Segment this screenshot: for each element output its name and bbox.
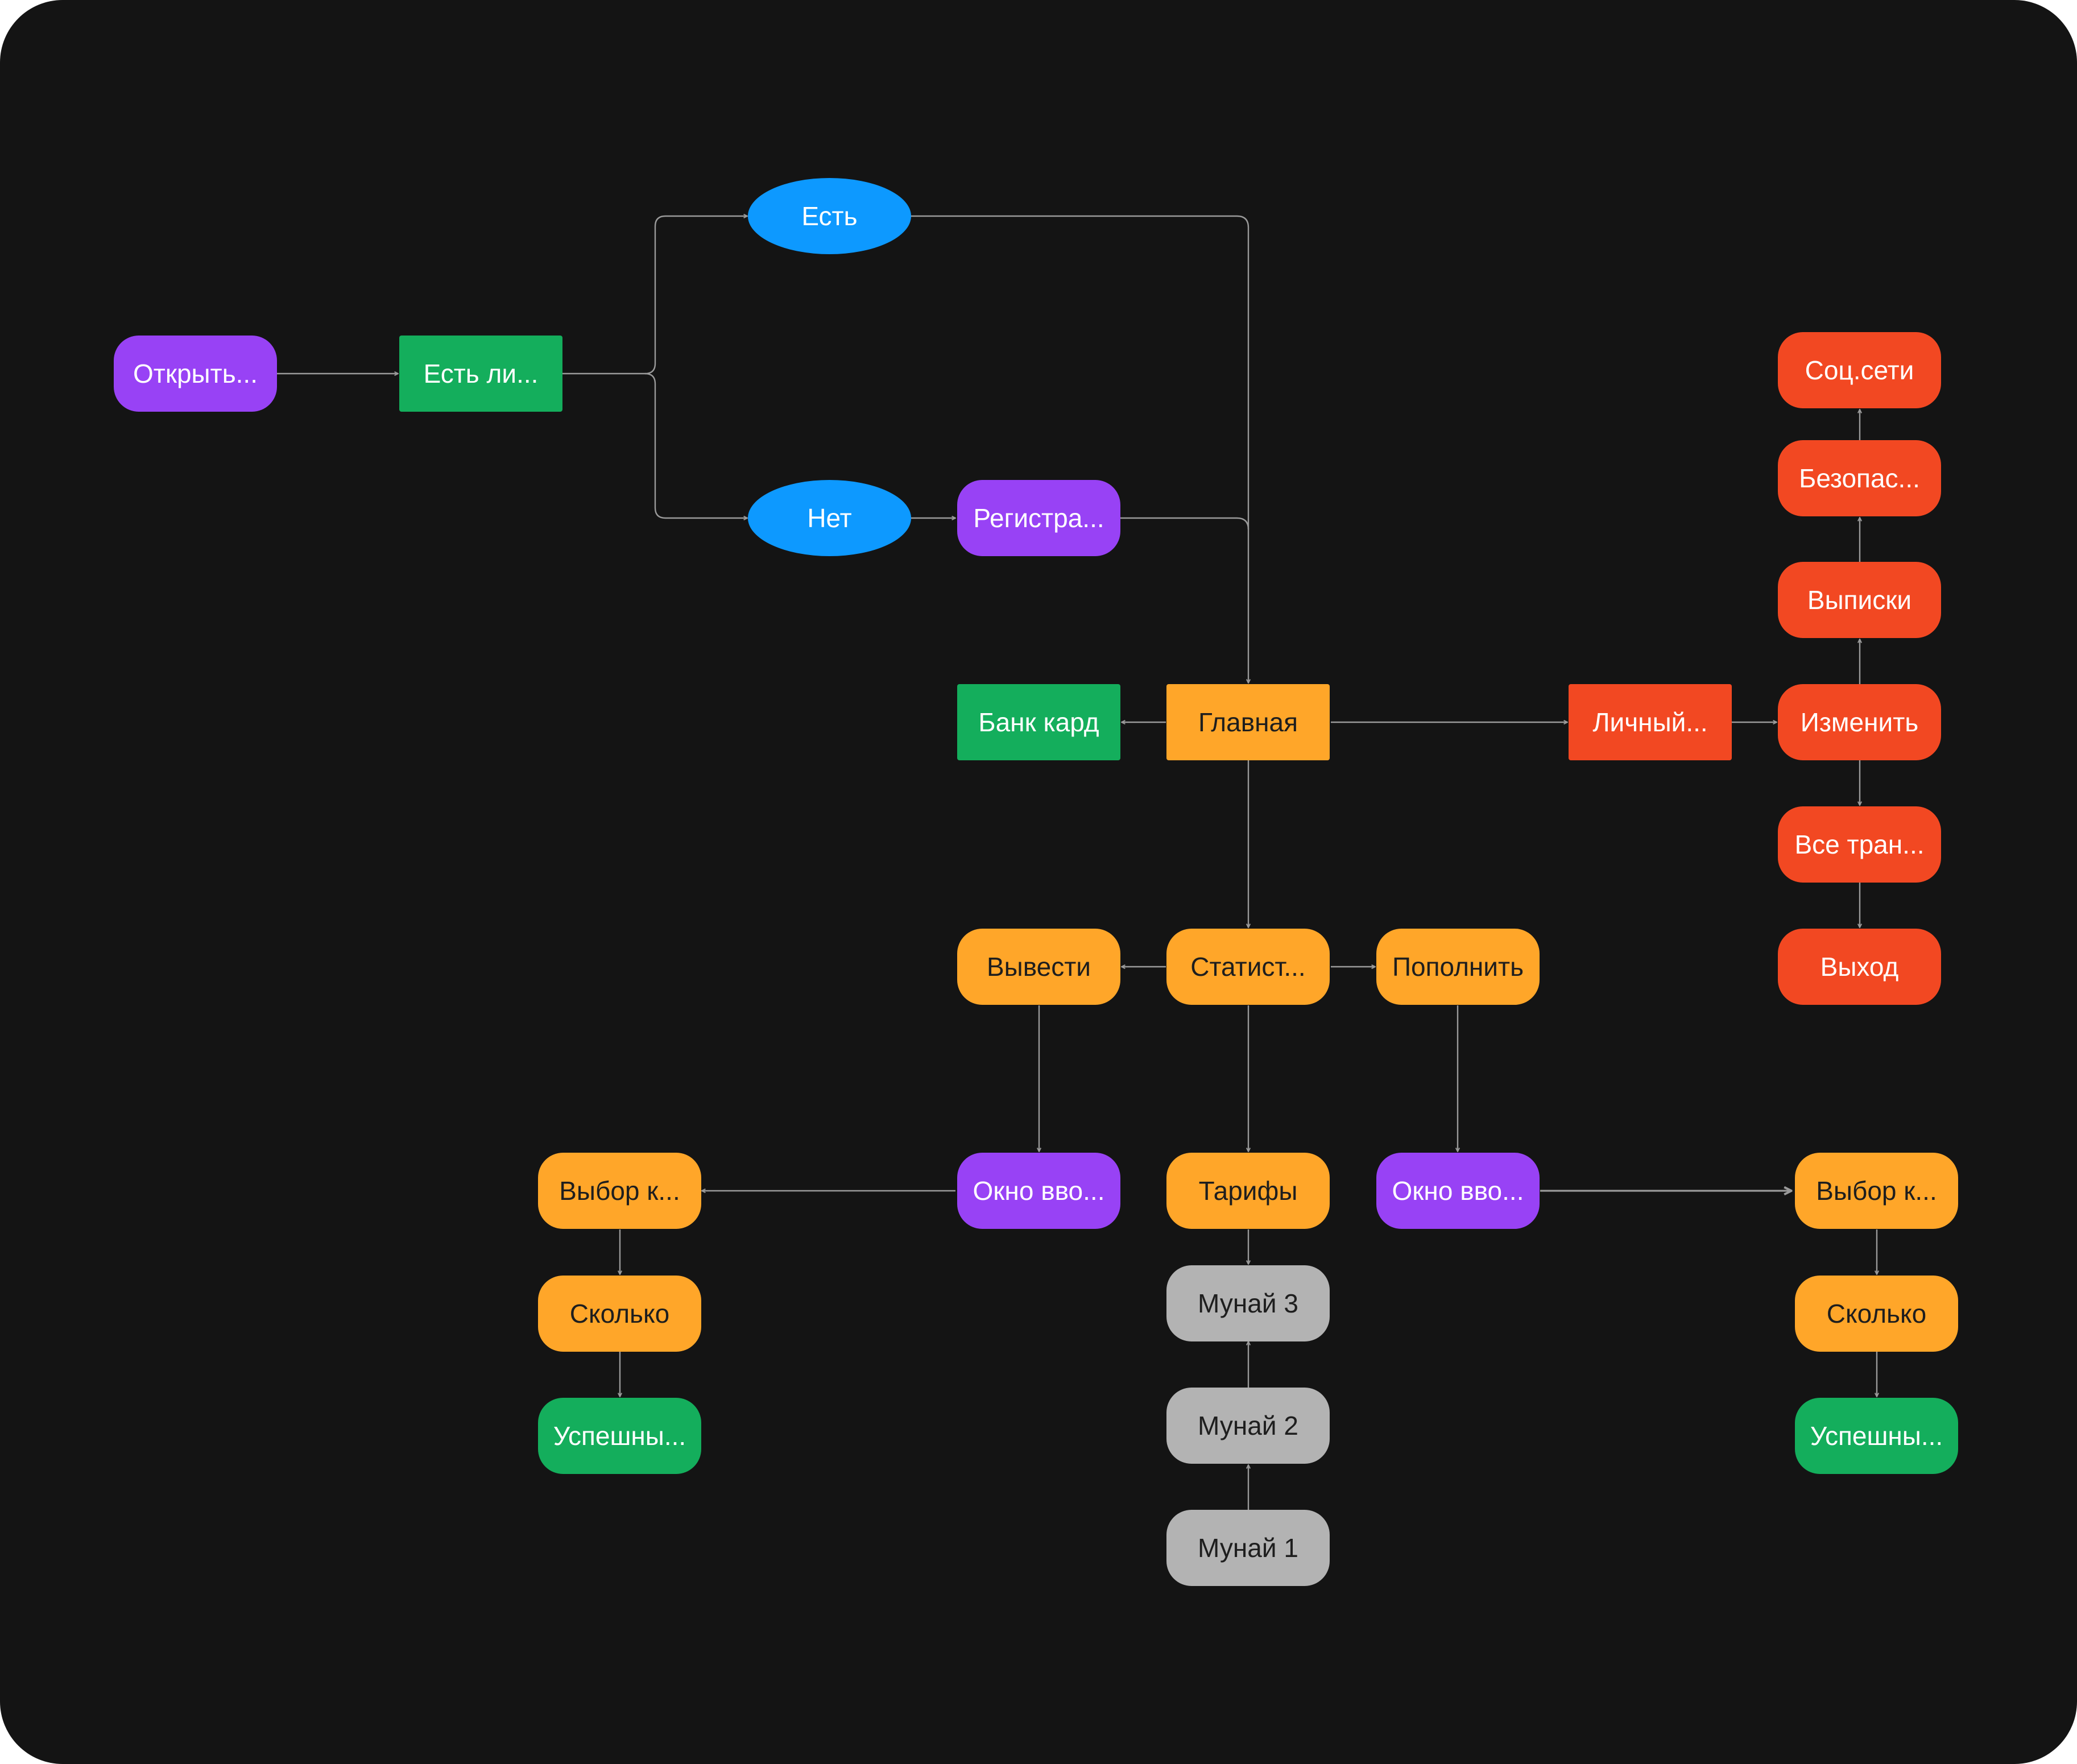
node-profile[interactable]: Личный... [1569, 684, 1732, 760]
node-statements[interactable]: Выписки [1778, 562, 1941, 638]
node-withdraw[interactable]: Вывести [957, 929, 1120, 1005]
node-topup-choice[interactable]: Выбор к... [1795, 1153, 1958, 1229]
node-topup-input[interactable]: Окно вво... [1376, 1153, 1540, 1229]
node-withdraw-input[interactable]: Окно вво... [957, 1153, 1120, 1229]
link-check-to-yes [562, 216, 747, 375]
node-tariffs[interactable]: Тарифы [1166, 1153, 1330, 1229]
node-stats[interactable]: Статист... [1166, 929, 1330, 1005]
node-munai-2[interactable]: Мунай 2 [1166, 1388, 1330, 1464]
node-top-up[interactable]: Пополнить [1376, 929, 1540, 1005]
node-bank-card[interactable]: Банк кард [957, 684, 1120, 760]
node-withdraw-success[interactable]: Успешны... [538, 1398, 701, 1474]
node-yes[interactable]: Есть [748, 178, 911, 254]
node-no[interactable]: Нет [748, 480, 911, 556]
node-topup-amount[interactable]: Сколько [1795, 1276, 1958, 1352]
node-all-transactions[interactable]: Все тран... [1778, 806, 1941, 883]
node-munai-1[interactable]: Мунай 1 [1166, 1510, 1330, 1586]
node-main[interactable]: Главная [1166, 684, 1330, 760]
node-withdraw-amount[interactable]: Сколько [538, 1276, 701, 1352]
node-social[interactable]: Соц.сети [1778, 332, 1941, 408]
link-registration-to-main [1120, 517, 1249, 530]
link-yes-to-main [911, 215, 1248, 683]
node-security[interactable]: Безопас... [1778, 440, 1941, 516]
node-topup-success[interactable]: Успешны... [1795, 1398, 1958, 1474]
node-open-app[interactable]: Открыть... [114, 336, 277, 412]
node-registration[interactable]: Регистра... [957, 480, 1120, 556]
node-logout[interactable]: Выход [1778, 929, 1941, 1005]
node-has-account[interactable]: Есть ли... [399, 336, 562, 412]
node-edit[interactable]: Изменить [1778, 684, 1941, 760]
node-munai-3[interactable]: Мунай 3 [1166, 1265, 1330, 1341]
link-check-to-no [644, 372, 747, 518]
node-withdraw-choice[interactable]: Выбор к... [538, 1153, 701, 1229]
